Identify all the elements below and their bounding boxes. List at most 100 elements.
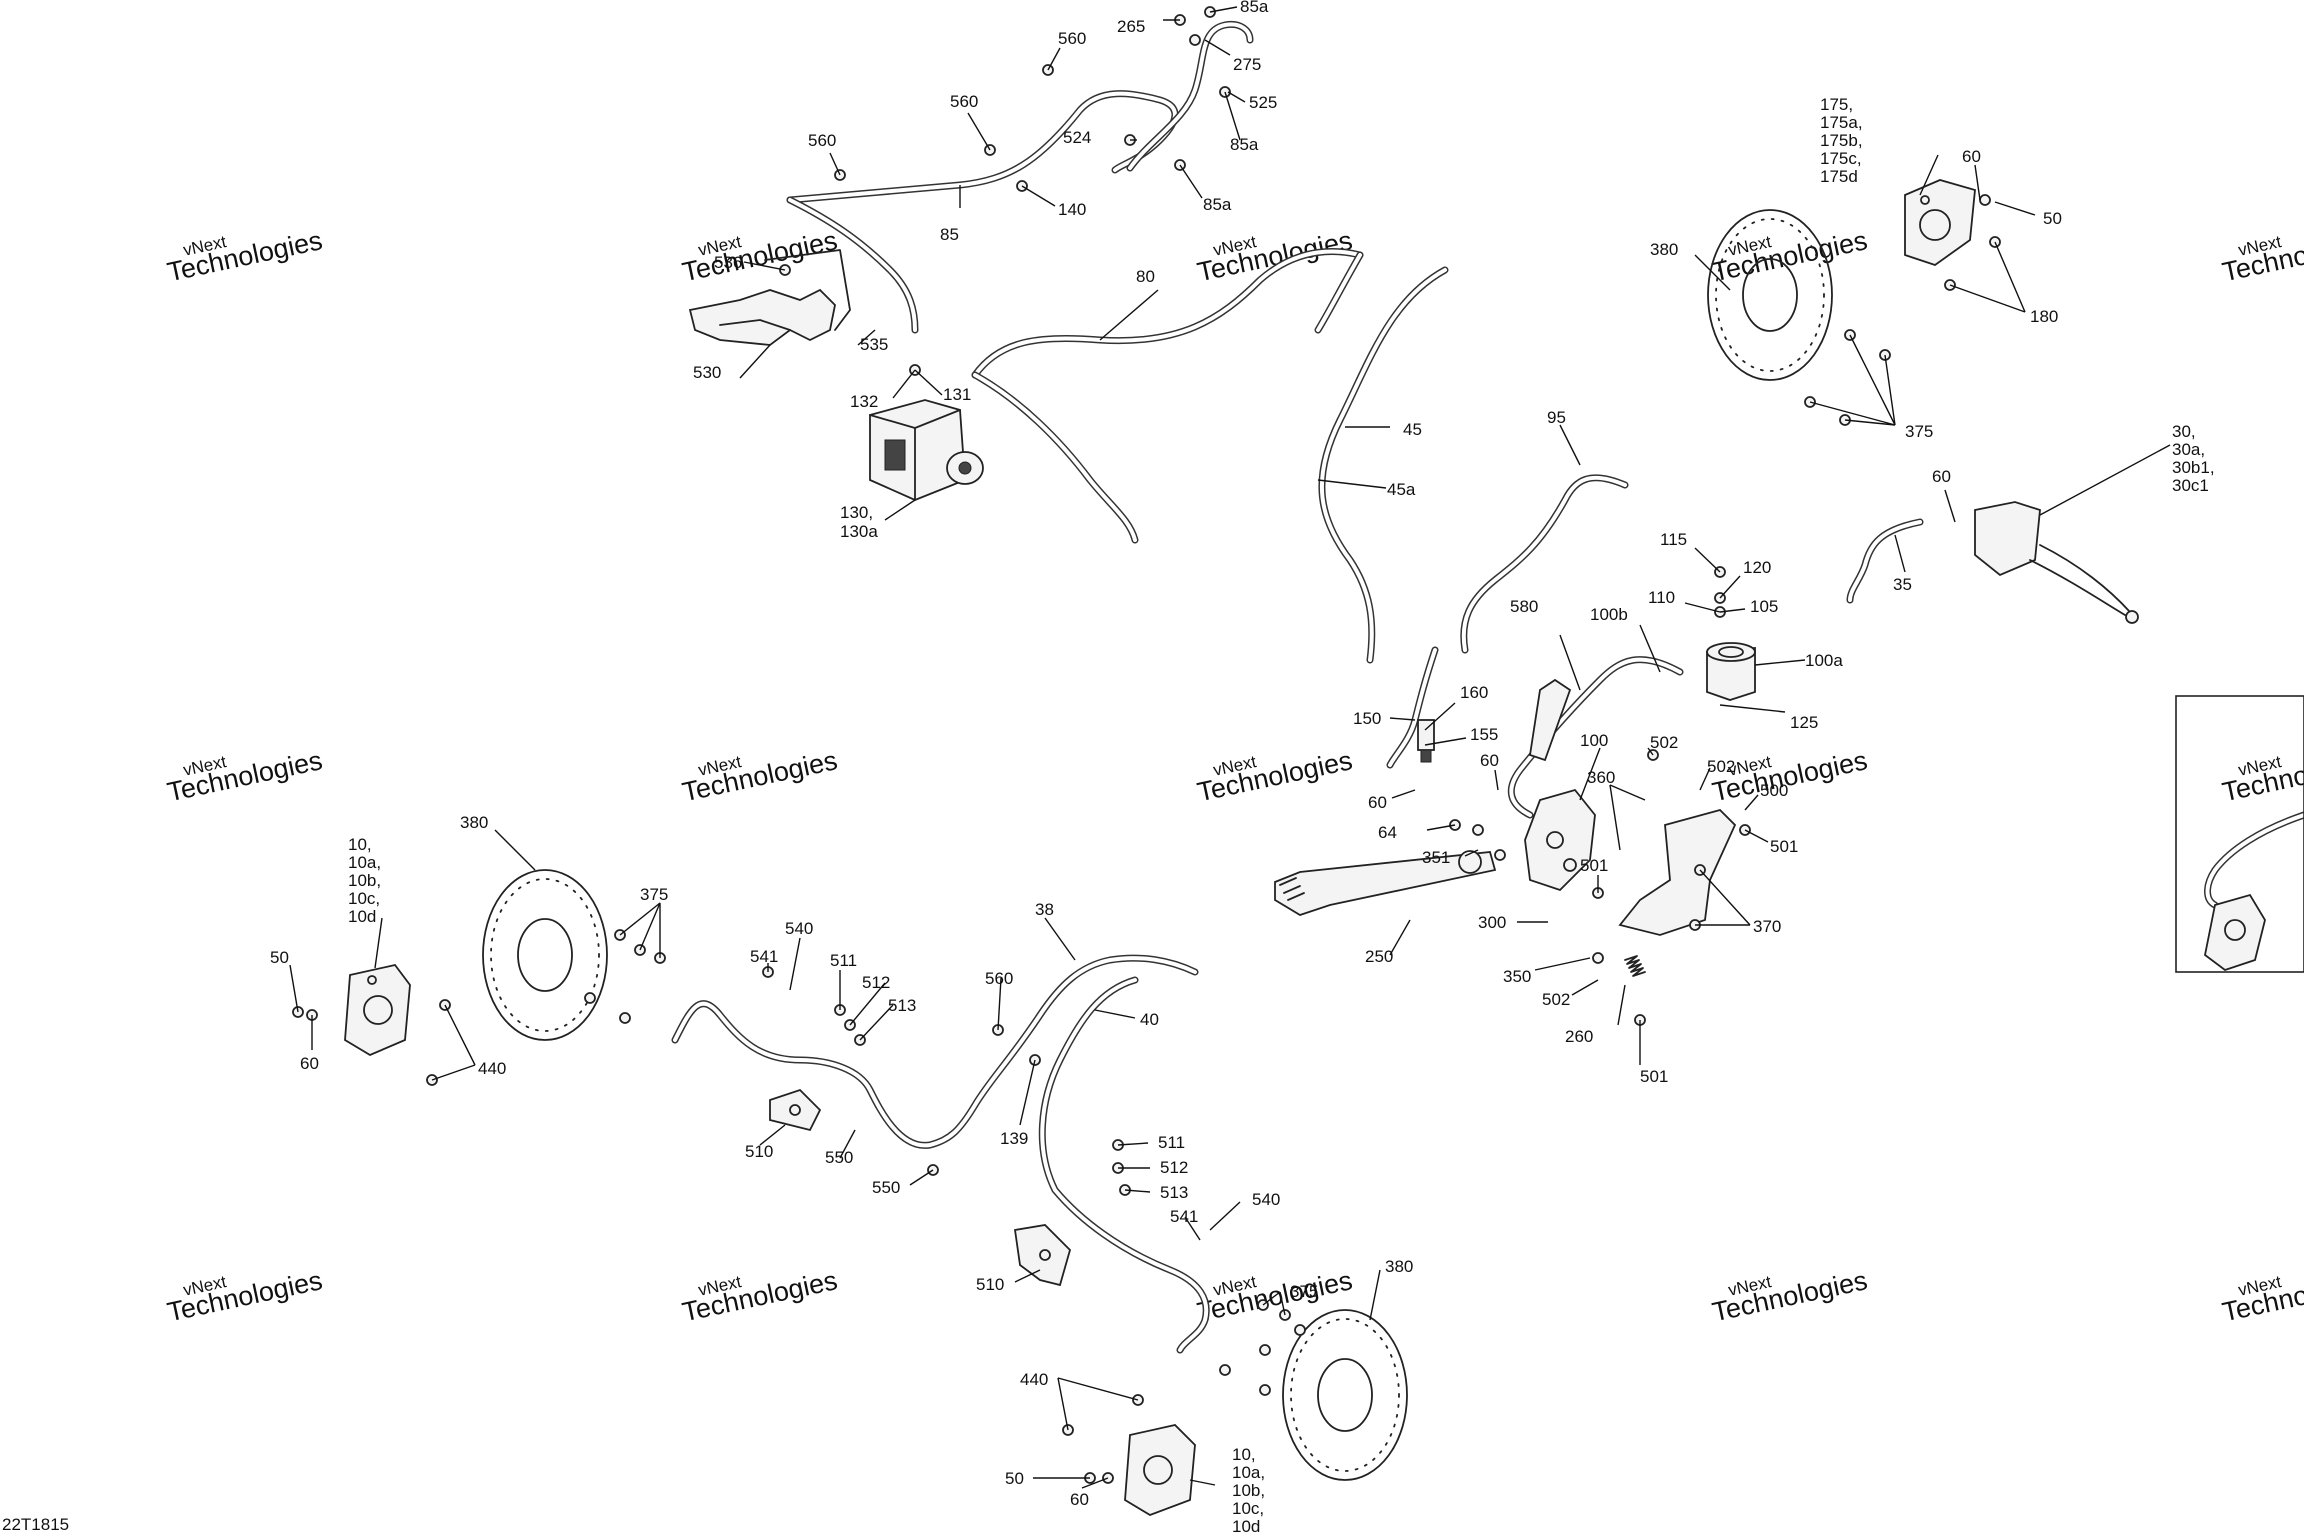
part-label: 510 [976,1275,1004,1294]
boot-580 [1528,678,1572,762]
svg-text:Technologies: Technologies [1710,1265,1870,1327]
part-label: 300 [1478,913,1506,932]
svg-text:Technologies: Technologies [1710,225,1870,287]
part-label: 10a, [1232,1463,1265,1482]
part-label: 130, [840,503,873,522]
svg-text:Technologies: Technologies [165,1265,325,1327]
detail-inset [2175,695,2304,973]
part-label: 350 [1503,967,1531,986]
brake-line-85 [786,90,1179,204]
part-label: 501 [1640,1067,1668,1086]
part-label: 511 [830,951,857,970]
part-label: 105 [1750,597,1778,616]
diagram-id: 22T1815 [2,1515,69,1534]
brake-line-80-down [971,371,1139,544]
part-label: 524 [1063,128,1091,147]
part-label: 560 [950,92,978,111]
part-label: 64 [1378,823,1397,842]
abs-module [869,399,984,501]
svg-text:Technologies: Technologies [165,225,325,287]
part-label: 131 [943,385,971,404]
part-label: 95 [1547,408,1566,427]
part-label: 380 [1385,1257,1413,1276]
part-label: 45a [1387,480,1416,499]
master-cylinder-100 [1524,788,1596,892]
part-label: 175c, [1820,149,1862,168]
spring-260 [1624,955,1646,977]
sensor-160 [1417,719,1435,763]
part-label: 512 [1160,1158,1188,1177]
part-label: 535 [860,335,888,354]
part-label: 380 [460,813,488,832]
part-label: 60 [1932,467,1951,486]
part-label: 502 [1542,990,1570,1009]
watermark: vNext Technologies [1710,1265,1870,1327]
part-label: 560 [985,969,1013,988]
svg-text:Technologies: Technologies [680,745,840,807]
part-label: 536 [714,253,742,272]
part-label: 175, [1820,95,1853,114]
svg-text:Technologies: Technologies [2220,225,2304,287]
master-cylinder-30 [1974,501,2139,624]
part-label: 115 [1660,530,1687,549]
svg-text:Technologies: Technologies [680,225,840,287]
part-label: 502 [1707,757,1735,776]
part-label: 85a [1240,0,1269,16]
part-label: 10c, [348,889,380,908]
part-label: 60 [1962,147,1981,166]
part-label: 180 [2030,307,2058,326]
part-label: 580 [1510,597,1538,616]
part-label: 541 [750,947,778,966]
part-label: 380 [1650,240,1678,259]
part-label: 513 [1160,1183,1188,1202]
part-label: 10b, [1232,1481,1265,1500]
watermark: vNext Technologies [1195,745,1355,807]
part-label: 50 [270,948,289,967]
brake-line-95 [1460,474,1629,654]
part-label: 501 [1580,856,1608,875]
leader-lines [289,6,2171,1489]
part-label: 10c, [1232,1499,1264,1518]
part-label: 132 [850,392,878,411]
part-label: 150 [1353,709,1381,728]
watermark: vNext Technologies [2220,225,2304,287]
part-label: 10a, [348,853,381,872]
part-label: 502 [1650,733,1678,752]
part-label: 155 [1470,725,1498,744]
part-label: 80 [1136,267,1155,286]
caliper-10-bottom [1124,1424,1196,1516]
part-label: 10d [1232,1517,1260,1536]
part-label: 120 [1743,558,1771,577]
bracket-510-upper [769,1088,822,1132]
part-label: 560 [1058,29,1086,48]
part-label: 500 [1760,781,1788,800]
watermark: vNext Technologies [165,225,325,287]
part-label: 40 [1140,1010,1159,1029]
part-label: 10, [348,835,372,854]
part-label: 10, [1232,1445,1256,1464]
part-label: 440 [1020,1370,1048,1389]
watermark: vNext Technologies [680,1265,840,1327]
part-label: 560 [808,131,836,150]
part-label: 260 [1565,1027,1593,1046]
brake-lines [671,20,2304,1354]
part-label: 511 [1158,1133,1185,1152]
svg-text:Technologies: Technologies [1710,745,1870,807]
part-label: 35 [1893,575,1912,594]
brake-pedal-250 [1274,850,1497,916]
part-label: 375 [1290,1282,1318,1301]
part-label: 10d [348,907,376,926]
part-label: 125 [1790,713,1818,732]
part-label: 370 [1753,917,1781,936]
part-label: 30a, [2172,440,2205,459]
part-label: 50 [2043,209,2062,228]
part-label: 60 [1368,793,1387,812]
part-label: 100a [1805,651,1843,670]
svg-text:Technologies: Technologies [1195,225,1355,287]
part-label: 540 [1252,1190,1280,1209]
bracket-510-lower [1013,1224,1072,1287]
part-label: 540 [785,919,813,938]
part-label: 175a, [1820,113,1863,132]
brake-disc-380-bottom [1282,1309,1408,1481]
